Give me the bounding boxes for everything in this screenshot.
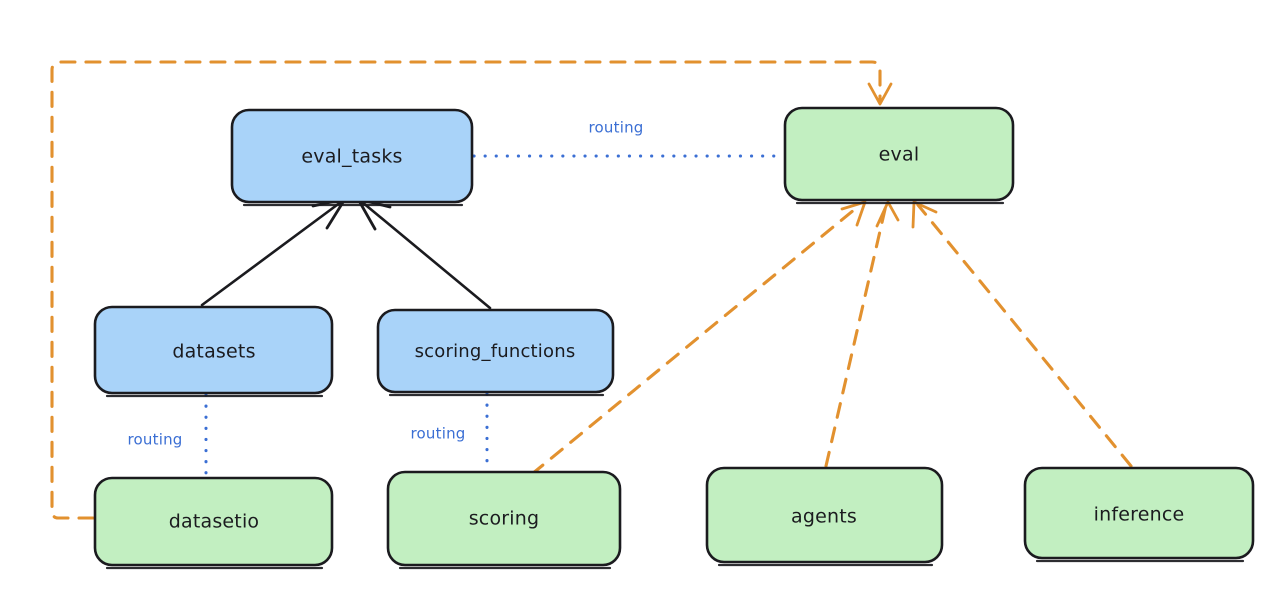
edge-eval_tasks-to-eval: routing bbox=[472, 119, 786, 158]
node-eval[interactable]: eval bbox=[783, 106, 1015, 205]
edge-datasetio-to-eval-path bbox=[50, 60, 882, 520]
node-inference-shape[interactable] bbox=[1023, 466, 1255, 560]
edge-layer: routing routing routing bbox=[50, 60, 1133, 520]
edge-scoring_functions-to-scoring: routing bbox=[411, 392, 489, 473]
edge-scoring_functions-to-eval_tasks bbox=[356, 197, 492, 310]
node-scoring_functions[interactable]: scoring_functions bbox=[376, 308, 615, 397]
node-datasetio-shape[interactable] bbox=[93, 476, 334, 567]
node-scoring[interactable]: scoring bbox=[386, 470, 622, 570]
node-eval_tasks-label: eval_tasks bbox=[301, 146, 402, 168]
edge-datasetio-to-eval-arrowhead bbox=[867, 82, 893, 106]
edge-agents-to-eval bbox=[824, 200, 900, 468]
edge-datasets-to-eval_tasks-path bbox=[200, 200, 343, 307]
node-layer: eval_tasks eval datasets scoring_functio… bbox=[93, 106, 1255, 570]
node-scoring-label: scoring bbox=[469, 508, 540, 530]
node-scoring-shape[interactable] bbox=[386, 470, 622, 567]
edge-inference-to-eval-path bbox=[916, 203, 1133, 468]
edge-agents-to-eval-path bbox=[824, 203, 888, 468]
node-datasets-label: datasets bbox=[172, 341, 255, 363]
edge-inference-to-eval bbox=[911, 200, 1133, 468]
node-datasets[interactable]: datasets bbox=[93, 305, 334, 398]
edge-scoring-to-eval-path bbox=[530, 203, 862, 476]
node-scoring_functions-label: scoring_functions bbox=[415, 341, 576, 362]
edge-datasetio-to-eval bbox=[50, 60, 893, 520]
node-inference[interactable]: inference bbox=[1023, 466, 1255, 563]
edge-scoring-to-eval-arrowhead bbox=[840, 200, 867, 227]
node-agents[interactable]: agents bbox=[705, 466, 944, 567]
edge-label-routing-eval_tasks: routing bbox=[589, 119, 644, 137]
node-eval_tasks[interactable]: eval_tasks bbox=[230, 108, 474, 207]
node-datasetio[interactable]: datasetio bbox=[93, 476, 334, 570]
node-agents-shape[interactable] bbox=[705, 466, 944, 564]
node-eval_tasks-shape[interactable] bbox=[230, 108, 474, 204]
edge-agents-to-eval-arrowhead bbox=[875, 200, 900, 228]
node-eval-shape[interactable] bbox=[783, 106, 1015, 202]
edge-scoring_functions-to-eval_tasks-path bbox=[360, 200, 492, 310]
edge-label-routing-datasets: routing bbox=[128, 431, 183, 449]
edge-datasets-to-eval_tasks bbox=[200, 197, 347, 307]
node-scoring_functions-shape[interactable] bbox=[376, 308, 615, 394]
node-datasetio-label: datasetio bbox=[169, 511, 260, 533]
node-agents-label: agents bbox=[791, 506, 857, 528]
node-inference-label: inference bbox=[1094, 504, 1185, 526]
node-datasets-shape[interactable] bbox=[93, 305, 334, 395]
edge-datasets-to-datasetio: routing bbox=[128, 393, 208, 479]
edge-label-routing-scoring_functions: routing bbox=[411, 425, 466, 443]
node-eval-label: eval bbox=[879, 144, 920, 166]
